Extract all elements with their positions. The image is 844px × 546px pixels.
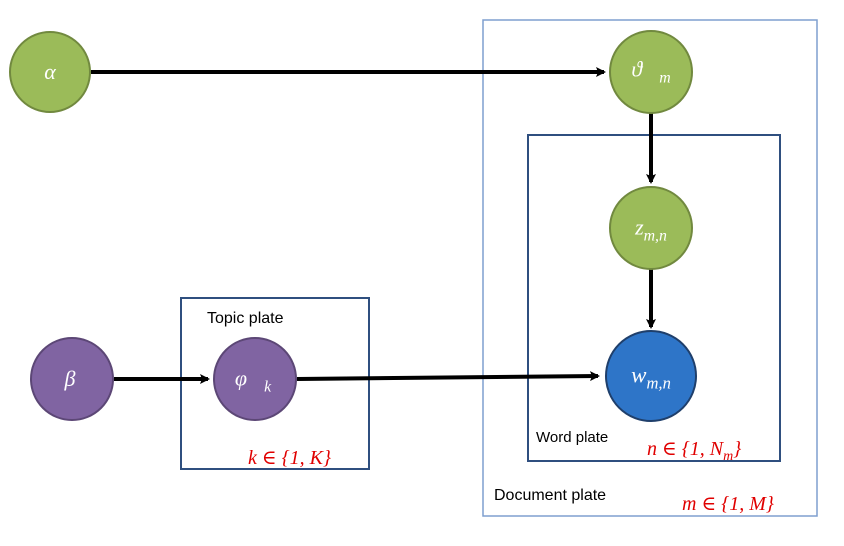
word-plate-range: n ∈ {1, Nm} — [647, 436, 741, 465]
word-range-end: } — [733, 438, 742, 460]
theta-node — [609, 30, 693, 114]
w-node — [605, 330, 697, 422]
beta-label: β — [65, 366, 76, 392]
phi-symbol: φ⃗ — [234, 365, 265, 391]
theta-subscript: m — [659, 69, 671, 87]
word-plate — [527, 134, 781, 462]
document-plate-range: m ∈ {1, M} — [682, 493, 774, 515]
z-subscript: m,n — [643, 227, 667, 245]
z-node — [609, 186, 693, 270]
phi-subscript: k — [264, 378, 272, 396]
topic-plate-label: Topic plate — [207, 310, 284, 327]
word-plate-label: Word plate — [536, 429, 609, 446]
edge-phi-to-w — [296, 371, 600, 382]
beta-symbol: β — [64, 366, 76, 391]
w-subscript: m,n — [646, 373, 671, 393]
phi-node — [213, 337, 297, 421]
alpha-label: α — [44, 59, 56, 85]
document-plate — [482, 19, 818, 517]
z-label: zm,n — [635, 215, 667, 246]
theta-symbol: ϑ⃗ — [631, 56, 660, 82]
beta-node — [30, 337, 114, 421]
w-symbol: w — [631, 362, 647, 388]
z-symbol: z — [635, 214, 644, 240]
w-label: wm,n — [631, 363, 671, 394]
document-plate-label: Document plate — [494, 487, 607, 504]
topic-plate — [180, 297, 370, 470]
word-range-subscript: m — [723, 449, 734, 464]
alpha-symbol: α — [44, 59, 56, 84]
word-range-main: n ∈ {1, N — [647, 438, 724, 460]
phi-label: φ⃗k — [235, 366, 271, 397]
topic-plate-range: k ∈ {1, K} — [248, 447, 332, 469]
alpha-node — [9, 31, 91, 113]
theta-label: ϑ⃗m — [631, 57, 670, 88]
